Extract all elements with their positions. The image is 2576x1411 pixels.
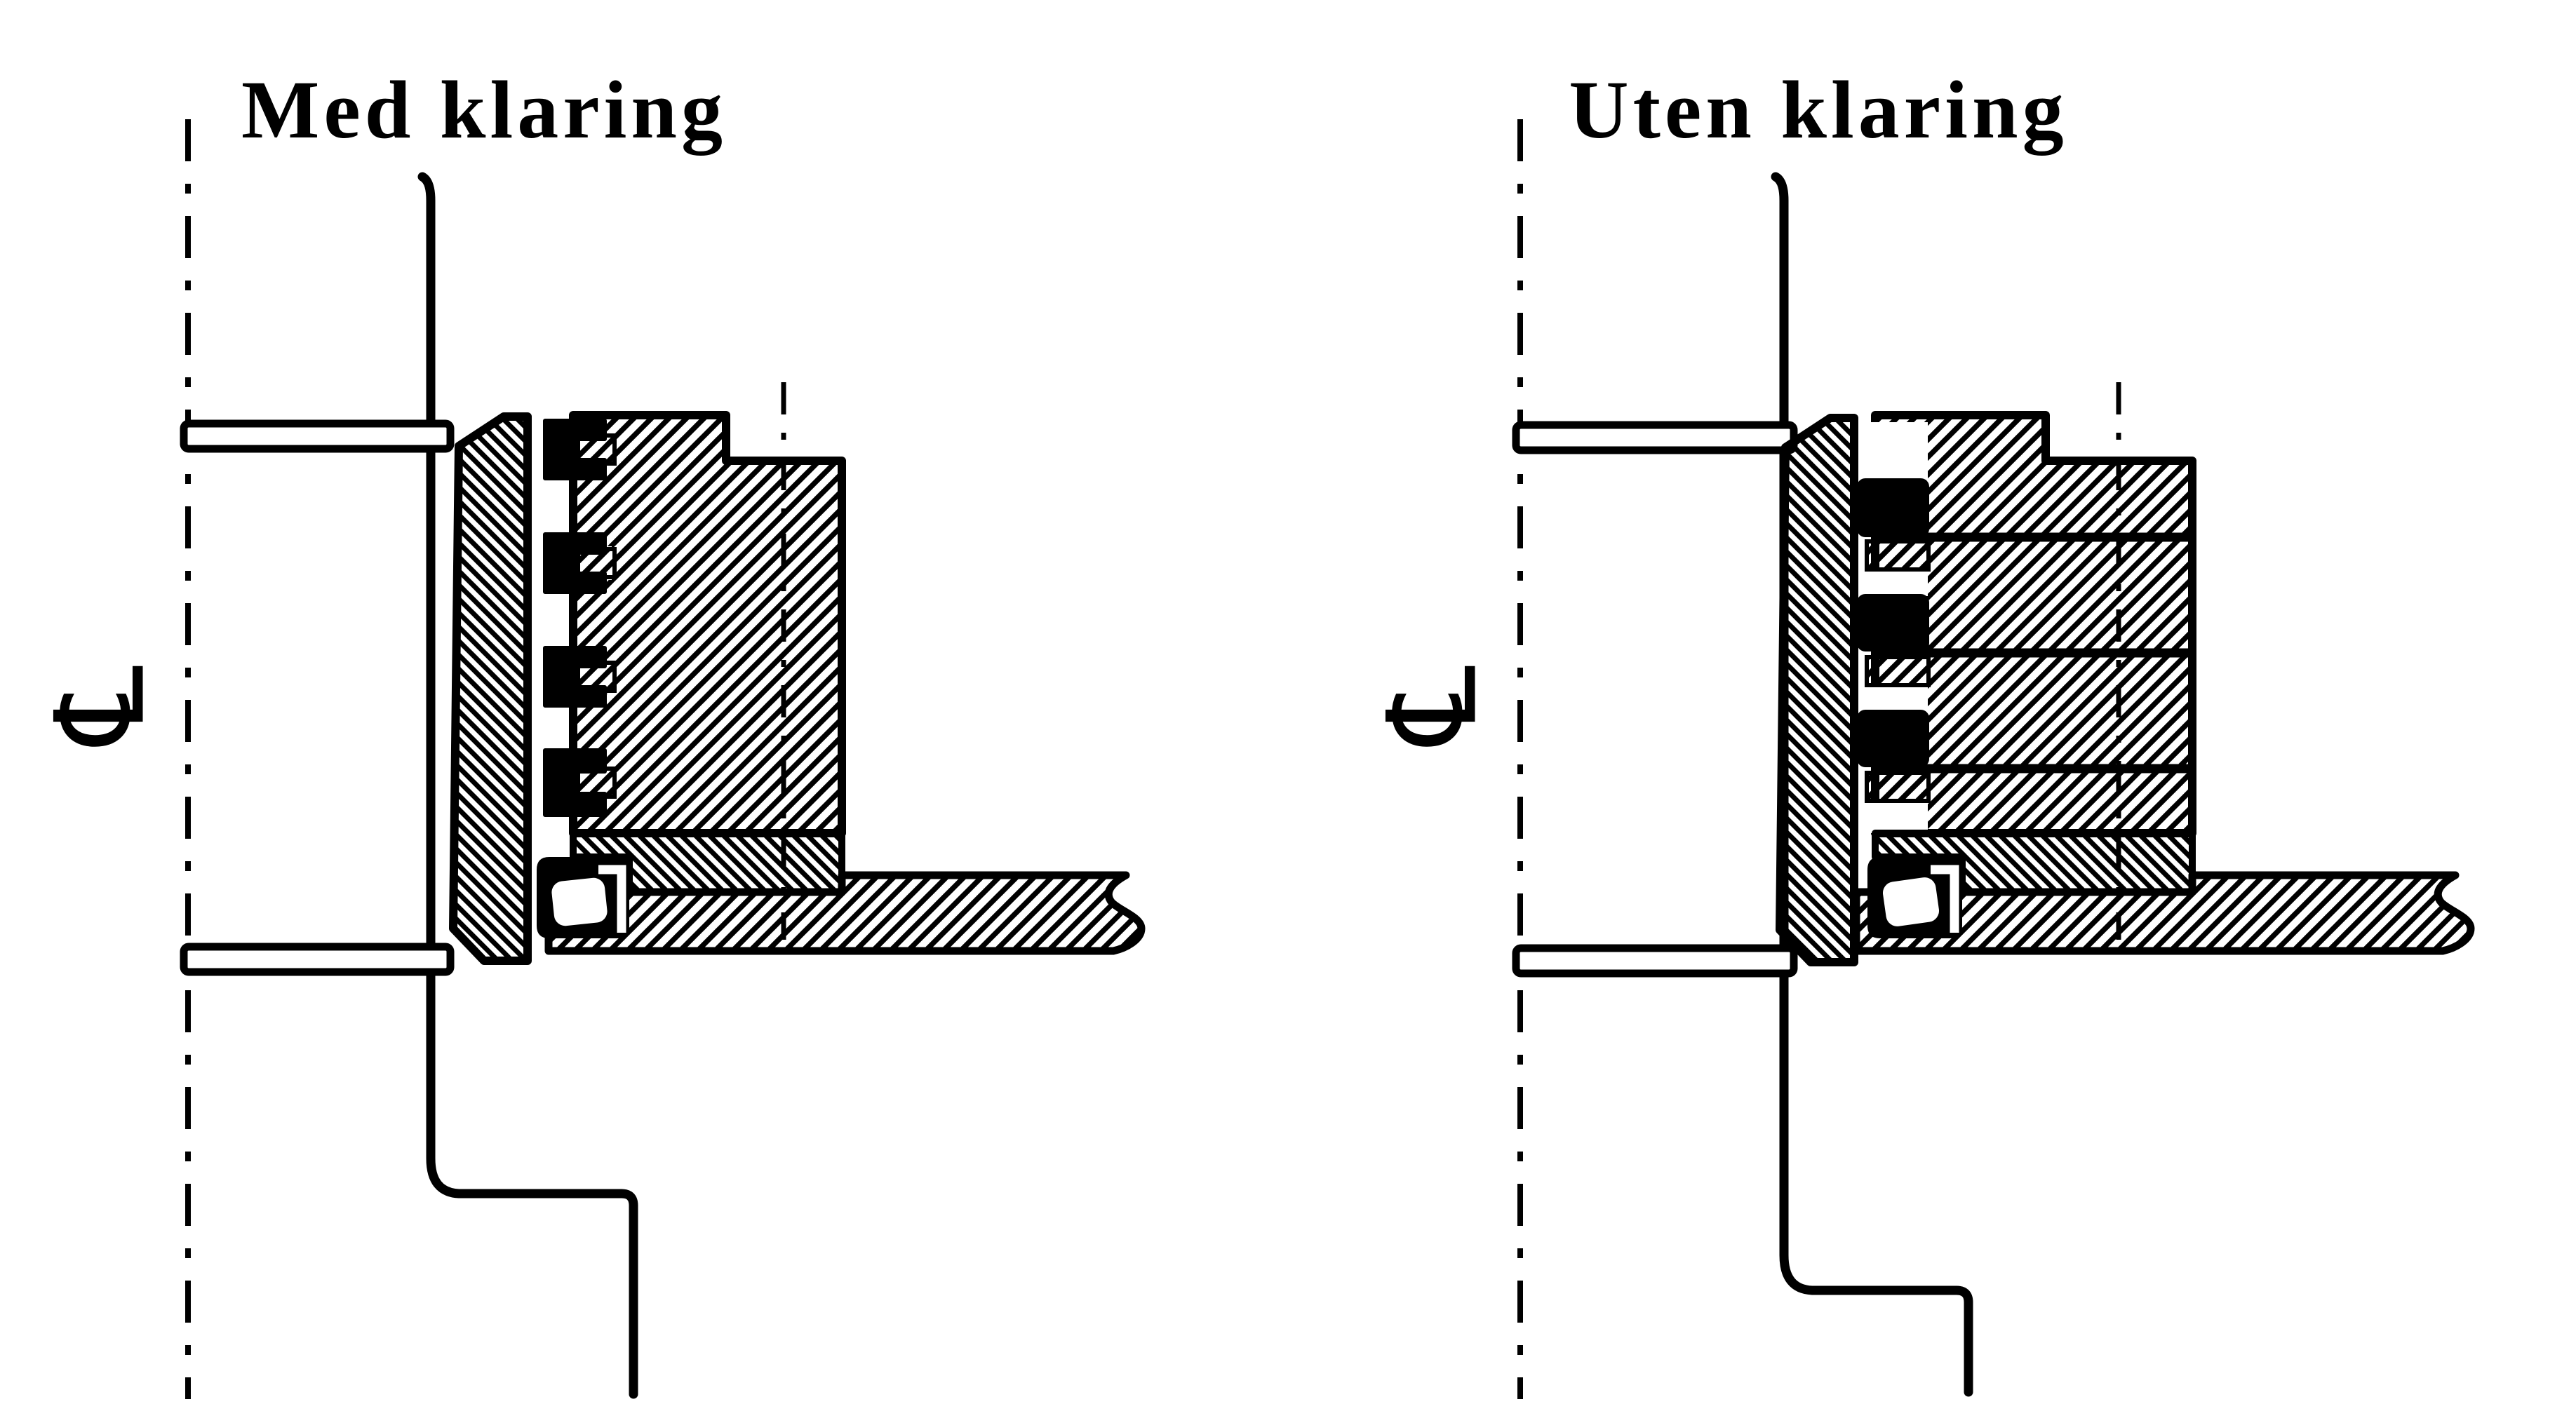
centerline-symbol: ℄ (1362, 666, 1505, 747)
seal-strip-compressed (1857, 710, 1929, 767)
seal-strip (543, 419, 607, 480)
retainer-bracket (1931, 865, 1959, 933)
centerline-symbol: ℄ (30, 666, 173, 747)
block-left-gaps (1865, 422, 1931, 833)
valve-body-contour (417, 172, 638, 1399)
wedge-hatched (1776, 414, 1858, 966)
panel-title: Uten klaring (1569, 64, 2067, 156)
oring-seal-hole (1882, 877, 1940, 926)
seal-strip (543, 748, 607, 817)
panel-med-klaring: Med klaring ℄ (30, 64, 1146, 1399)
retainer-bracket (598, 865, 626, 933)
seal-strip-compressed (1857, 594, 1929, 652)
seal-strip-compressed (1857, 478, 1929, 537)
seal-strip (543, 532, 607, 594)
panel-title: Med klaring (241, 64, 727, 156)
panel-uten-klaring: Uten klaring ℄ (1362, 64, 2475, 1399)
bottom-flange-bar-with-break-edge (544, 871, 1146, 955)
notch-gap (1867, 685, 1928, 712)
valve-body-contour (1771, 172, 1973, 1397)
segment-dividers (1875, 532, 2192, 774)
notch-gap (1867, 422, 1928, 480)
lower-guide-plate (1512, 944, 1798, 978)
notch-gap (1867, 569, 1928, 596)
seal-strips (543, 419, 607, 817)
upper-guide-plate (180, 419, 455, 453)
seal-strip (543, 646, 607, 708)
notch-gap (1867, 801, 1928, 833)
block-tooth (1865, 771, 1931, 803)
wedge-hatched (449, 412, 532, 965)
block-tooth (1865, 655, 1931, 687)
seal-strips (1857, 478, 1929, 767)
upper-guide-plate (1512, 421, 1798, 454)
lower-guide-plate (180, 943, 455, 976)
oring-seal-hole (551, 877, 608, 926)
bottom-flange-bar-with-break-edge (1852, 871, 2475, 955)
block-tooth (1865, 539, 1931, 572)
